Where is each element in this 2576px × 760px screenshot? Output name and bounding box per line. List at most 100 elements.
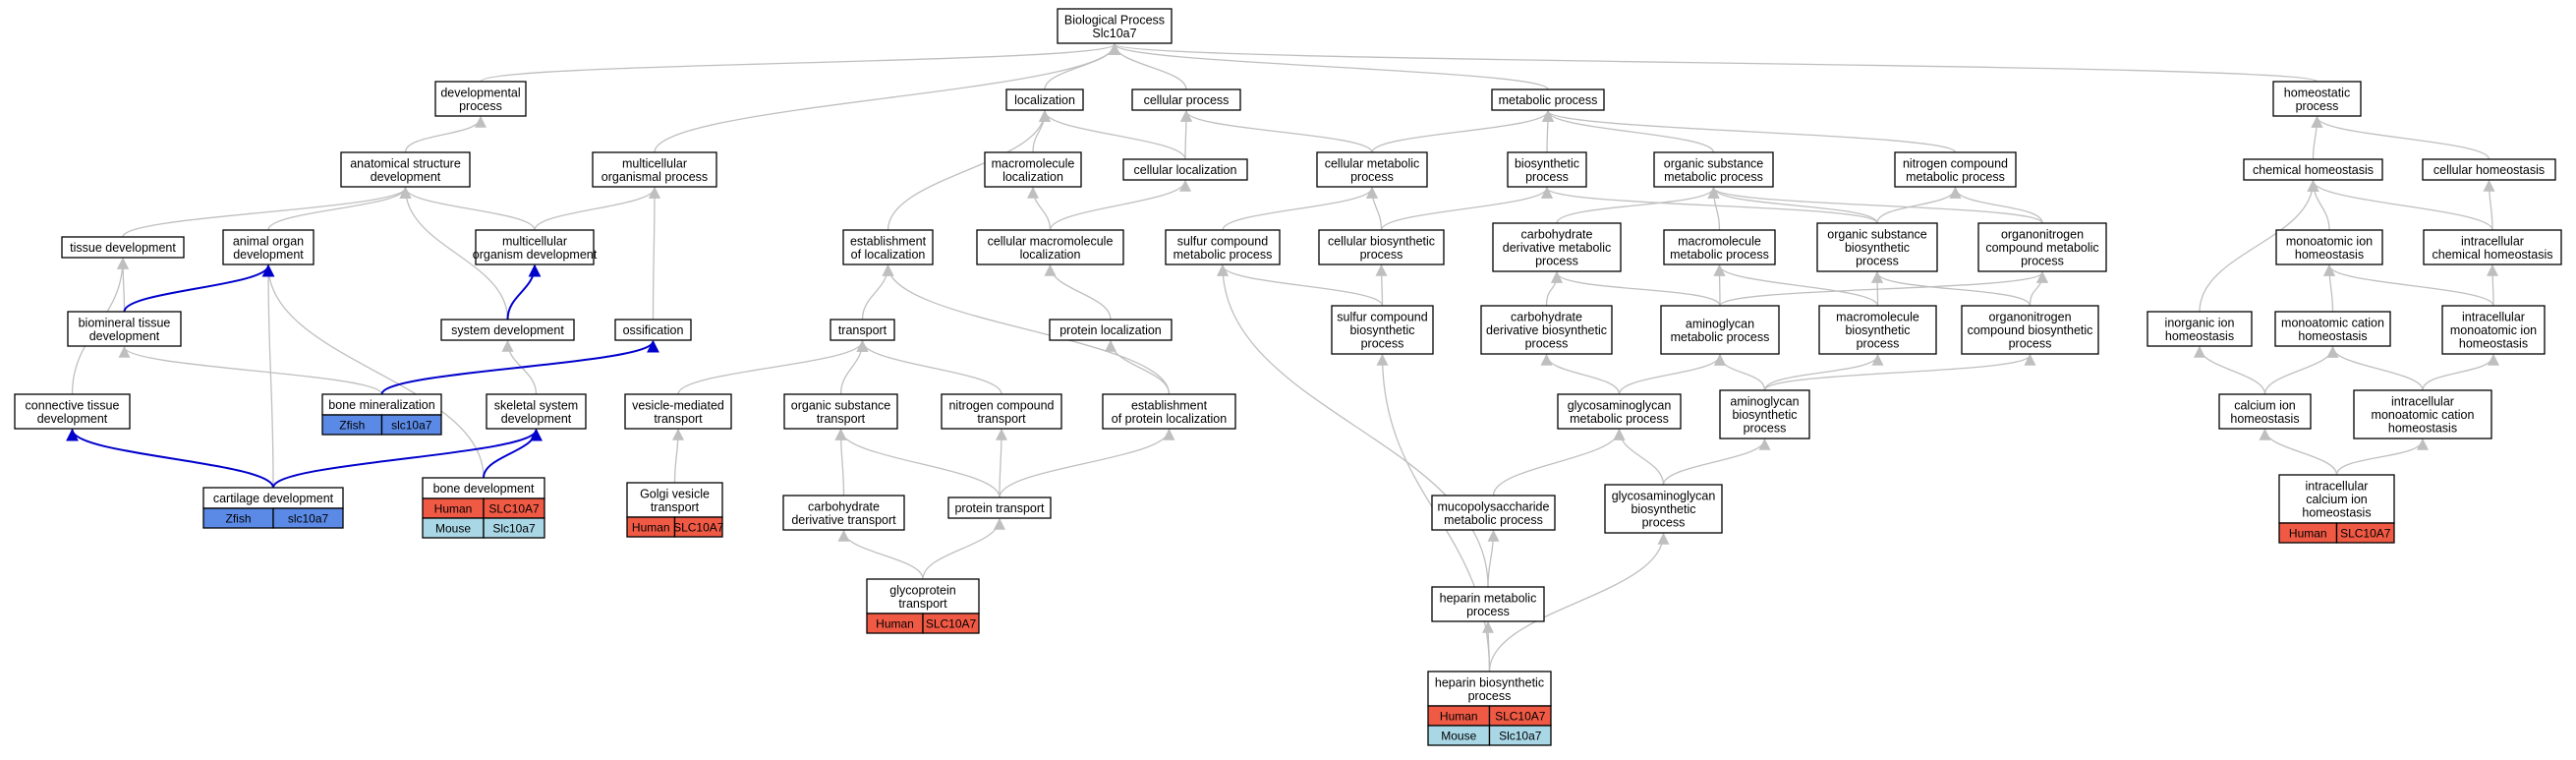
go-term-pt[interactable]: protein transport [947, 497, 1052, 519]
go-term-oss[interactable]: ossification [614, 319, 692, 341]
go-term-box [1427, 671, 1552, 707]
go-term-box [1660, 305, 1780, 355]
go-term-ch[interactable]: chemical homeostasis [2243, 158, 2383, 181]
edge-asd-to-dev [404, 115, 487, 153]
edge-pt-to-nct [995, 428, 1007, 498]
go-term-label: metabolic process [1670, 248, 1769, 262]
edge-cmp-to-met [1371, 109, 1554, 153]
go-term-label: development [89, 329, 160, 343]
go-term-met[interactable]: metabolic process [1491, 88, 1605, 111]
gene-label: slc10a7 [391, 419, 432, 433]
go-term-label: system development [451, 323, 564, 337]
go-term-box [1431, 586, 1545, 622]
go-term-label: macromolecule [992, 156, 1075, 170]
go-term-tr[interactable]: transport [830, 319, 895, 341]
go-term-box [1977, 222, 2107, 272]
species-label: Human [632, 521, 670, 535]
edge-hbp-to-gbp [1488, 532, 1670, 672]
gene-cell [272, 507, 344, 529]
go-term-cl[interactable]: cellular localization [1122, 158, 1248, 181]
edge-ch2-to-homeo [2311, 115, 2490, 160]
gene-label: SLC10A7 [1495, 710, 1546, 724]
go-term-sd[interactable]: system development [440, 319, 575, 341]
go-term-label: vesicle-mediated [632, 398, 724, 412]
edge-oncmp-to-osmp [1707, 186, 2043, 224]
go-term-label: metabolic process [1499, 93, 1598, 107]
go-term-label: monoatomic ion [2450, 323, 2537, 337]
go-term-label: intracellular [2391, 395, 2454, 409]
edge-hmp-to-mpmp [1487, 529, 1500, 588]
go-term-loc[interactable]: localization [1005, 88, 1084, 111]
go-term-box [2278, 474, 2395, 524]
go-term-box [1557, 393, 1682, 430]
go-term-cell[interactable]: cellular process [1131, 88, 1241, 111]
go-term-box [984, 151, 1082, 188]
go-term-label: process [1525, 337, 1569, 351]
go-term-box [1049, 319, 1173, 341]
go-term-label: biosynthetic [1631, 502, 1695, 516]
go-term-td[interactable]: tissue development [61, 236, 185, 259]
go-term-box [222, 229, 315, 265]
gene-label: SLC10A7 [673, 521, 724, 535]
go-term-pl[interactable]: protein localization [1049, 319, 1173, 341]
edge-oncbp-to-oncmp [2029, 270, 2048, 307]
go-term-label: localization [1002, 170, 1063, 184]
go-term-label: monoatomic cation [2281, 316, 2384, 329]
edge-tr-to-eol [861, 263, 894, 321]
go-term-label: bone development [433, 482, 535, 496]
go-term-ch2[interactable]: cellular homeostasis [2422, 158, 2556, 181]
